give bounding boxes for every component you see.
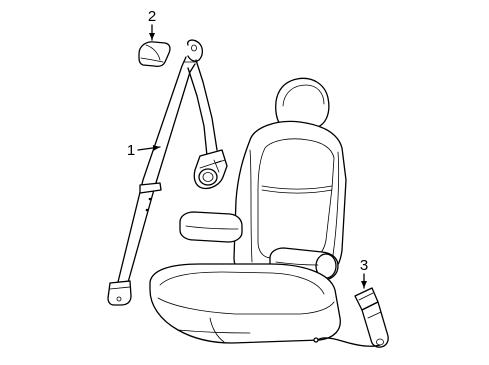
vehicle-seat: [149, 77, 347, 344]
buckle-assembly: [313, 287, 389, 348]
seat-belt-assembly: [107, 39, 228, 306]
callout-3-label: 3: [360, 257, 368, 274]
callout-1-leader: [137, 144, 161, 151]
callout-2-label: 2: [148, 8, 156, 25]
callout-1-label: 1: [127, 142, 135, 159]
belt-guide-cover: [138, 41, 171, 68]
